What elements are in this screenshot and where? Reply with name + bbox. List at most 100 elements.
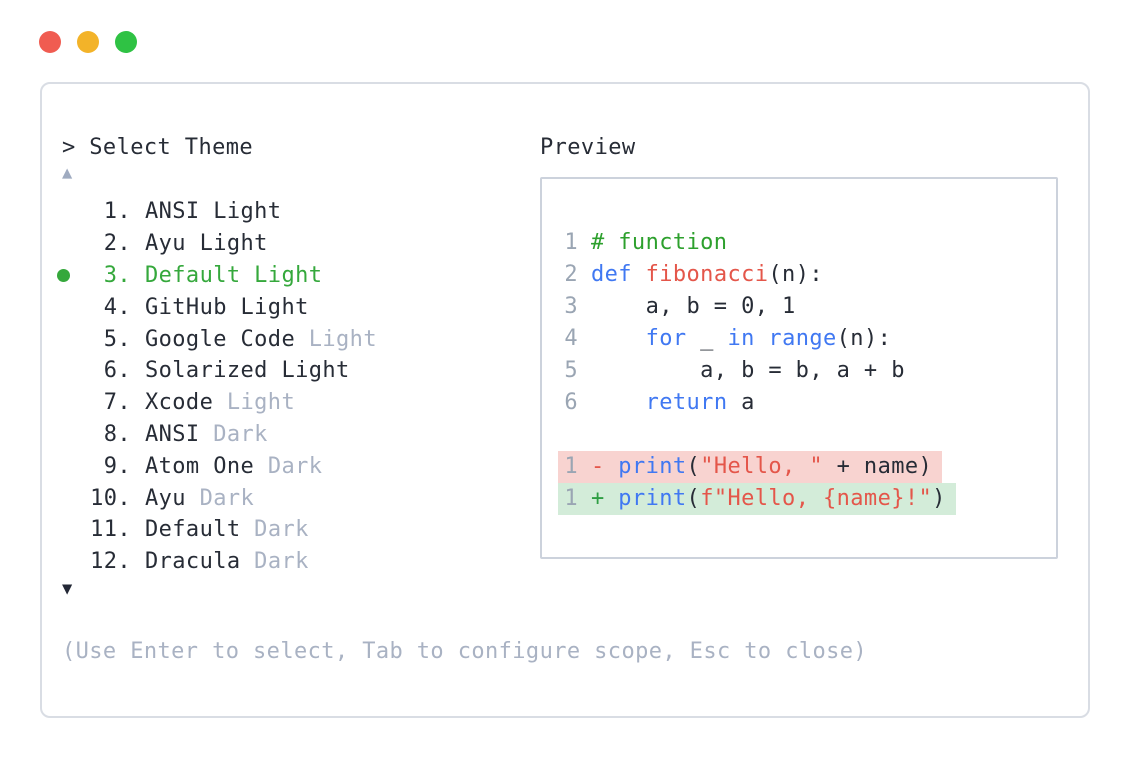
line-number: 3 [564,294,578,319]
theme-list: 1. ANSI Light 2. Ayu Light 3. Default Light 4.… [42,196,377,578]
code-token-plain [591,387,646,419]
theme-item-variant-label: Dark [199,485,255,511]
line-number: 4 [564,326,578,351]
theme-item-label: ANSI Dark [145,421,268,447]
code-token-plain: (n): [768,262,823,287]
close-button[interactable] [39,31,61,53]
theme-item-number: 4. [103,294,131,320]
theme-item-label: Atom One Dark [145,453,323,479]
theme-item-number: 7. [103,390,131,416]
code-token-string: "Hello, " [700,454,823,479]
line-number: 6 [564,390,578,415]
theme-item-number: 8. [103,421,131,447]
code-token-plain [755,323,769,355]
theme-item-number: 11. [90,517,131,543]
line-number: 1 [564,454,578,479]
theme-item-atom-one[interactable]: 9. Atom One Dark [42,450,377,482]
theme-item-ayu-light[interactable]: 2. Ayu Light [42,228,377,260]
theme-item-ayu[interactable]: 10. Ayu Dark [42,482,377,514]
zoom-button[interactable] [115,31,137,53]
theme-item-label: ANSI Light [145,199,282,225]
theme-item-number: 5. [103,326,131,352]
theme-item-xcode[interactable]: 7. Xcode Light [42,387,377,419]
theme-item-label: Ayu Light [145,231,268,257]
preview-label: Preview [540,135,636,160]
diff-block: 1- print("Hello, " + name)1+ print(f"Hel… [542,451,1056,515]
scroll-down-icon[interactable]: ▼ [62,579,73,599]
theme-item-label: GitHub Light [145,294,309,320]
code-token-keyword: in [727,326,755,351]
code-token-keyword: def [591,262,632,287]
window-controls [39,31,137,53]
code-line: 1 # function [558,227,737,259]
code-line: 3 a, b = 0, 1 [558,291,806,323]
theme-item-ansi[interactable]: 8. ANSI Dark [42,419,377,451]
theme-item-label: Default Light [145,262,323,288]
line-number: 5 [564,358,578,383]
line-number: 2 [564,262,578,287]
theme-item-number: 6. [103,358,131,384]
code-token-plain [632,259,646,291]
theme-item-number: 3. [103,262,131,288]
line-number: 1 [564,486,578,511]
keyboard-hint: (Use Enter to select, Tab to configure s… [62,639,868,664]
theme-selector-panel: > Select Theme Preview ▲ 1. ANSI Light 2. A… [40,82,1090,718]
theme-item-variant-label: Dark [254,517,309,543]
theme-item-google-code[interactable]: 5. Google Code Light [42,323,377,355]
code-token-del-sign: - [591,454,619,479]
code-token-plain: _ [686,326,728,351]
code-line: 2 def fibonacci(n): [558,259,833,291]
theme-item-default-light[interactable]: 3. Default Light [42,260,377,292]
theme-item-number: 10. [90,485,131,511]
select-theme-prompt: > Select Theme [62,135,254,160]
code-token-comment: # function [591,230,728,255]
code-line: 6 return a [558,387,765,419]
code-line: 4 for _ in range(n): [558,323,901,355]
theme-item-variant-label: Light [226,390,296,416]
code-line: 5 a, b = b, a + b [558,355,915,387]
theme-item-label: Xcode Light [145,390,296,416]
theme-item-dracula[interactable]: 12.Dracula Dark [42,546,377,578]
selected-dot-icon [57,268,81,282]
code-token-plain: ( [686,486,701,511]
theme-item-number: 9. [103,453,131,479]
code-token-keyword: print [618,454,687,479]
code-token-plain: a, b = 0, 1 [591,294,796,319]
code-token-plain: a [727,390,755,415]
theme-item-label: Default Dark [145,517,309,543]
code-token-add-sign: + [591,486,619,511]
code-token-plain: ) [932,486,946,511]
code-token-plain: ( [686,454,701,479]
theme-item-variant-label: Dark [213,421,268,447]
minimize-button[interactable] [77,31,99,53]
theme-item-variant-label: Dark [267,453,323,479]
theme-item-label: Solarized Light [145,358,350,384]
code-token-keyword: print [618,486,687,511]
code-token-func: fibonacci [645,262,769,287]
scroll-up-icon[interactable]: ▲ [62,163,73,183]
theme-item-number: 1. [103,199,131,225]
green-dot-icon [57,268,70,282]
theme-item-solarized-light[interactable]: 6. Solarized Light [42,355,377,387]
code-token-keyword: return [645,390,728,415]
diff-added-line: 1 + print(f"Hello, {name}!") [558,483,956,515]
theme-item-label: Google Code Light [145,326,377,352]
theme-item-github-light[interactable]: 4. GitHub Light [42,291,377,323]
theme-item-ansi-light[interactable]: 1. ANSI Light [42,196,377,228]
line-number: 1 [564,230,578,255]
code-token-string: f"Hello, {name}!" [700,486,933,511]
code-token-plain [591,323,646,355]
diff-removed-line: 1- print("Hello, " + name) [558,451,943,483]
code-token-plain: (n): [836,326,892,351]
theme-item-variant-label: Light [308,326,377,352]
code-token-plain: a, b = b, a + b [591,358,905,383]
theme-item-number: 2. [103,231,131,257]
theme-item-variant-label: Dark [254,549,309,575]
theme-item-label: Dracula Dark [145,549,309,575]
theme-item-default[interactable]: 11. Default Dark [42,514,377,546]
code-token-keyword: for [645,326,687,351]
theme-item-label: Ayu Dark [145,485,255,511]
code-token-plain: + name) [823,454,933,479]
code-token-keyword: range [768,326,837,351]
